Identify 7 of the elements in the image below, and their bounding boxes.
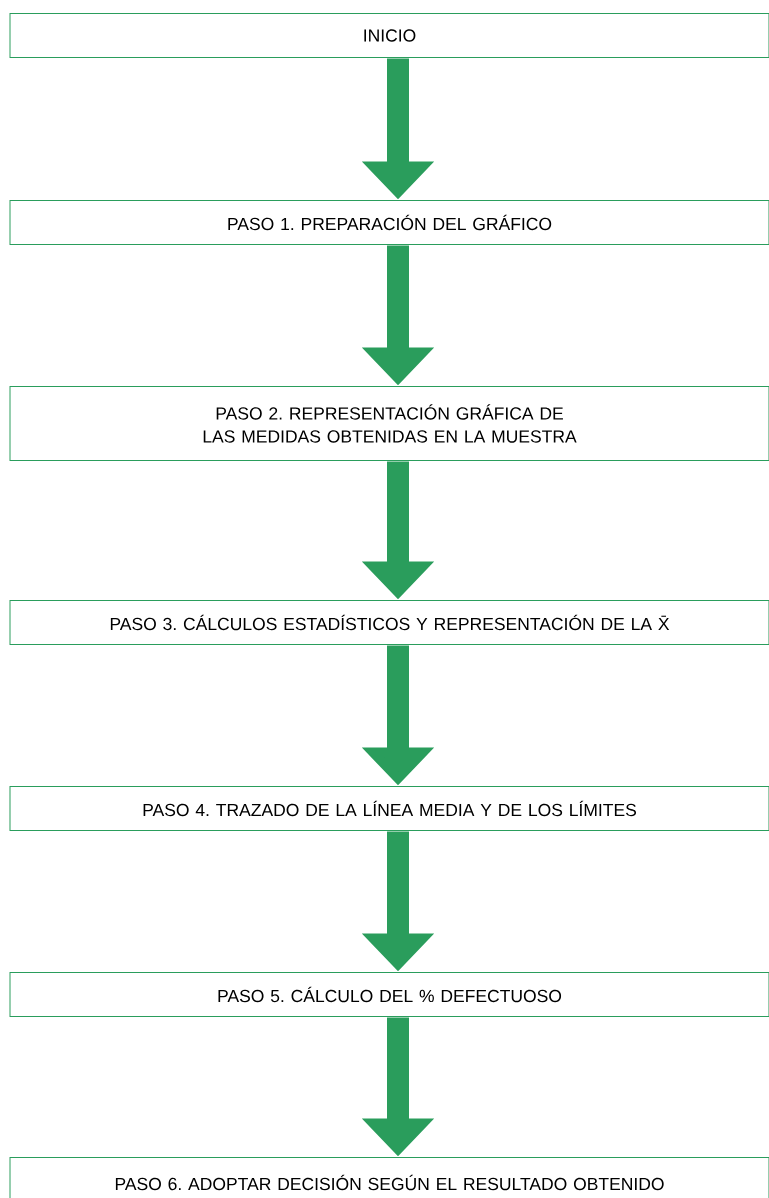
process-box: PASO 3. CÁLCULOS ESTADÍSTICOS Y REPRESENTACIÓN DE LA X̄ — [9, 600, 769, 645]
process-box: PASO 6. ADOPTAR DECISIÓN SEGÚN EL RESULTADO OBTENIDO — [9, 1157, 769, 1198]
process-box: PASO 2. REPRESENTACIÓN GRÁFICA DE LAS MEDIDAS OBTENIDAS EN LA MUESTRA — [9, 386, 769, 461]
process-box: INICIO — [9, 13, 769, 58]
process-box: PASO 5. CÁLCULO DEL % DEFECTUOSO — [9, 972, 769, 1017]
process-box: PASO 4. TRAZADO DE LA LÍNEA MEDIA Y DE LOS LÍMITES — [9, 786, 769, 831]
process-box: PASO 1. PREPARACIÓN DEL GRÁFICO — [9, 200, 769, 245]
